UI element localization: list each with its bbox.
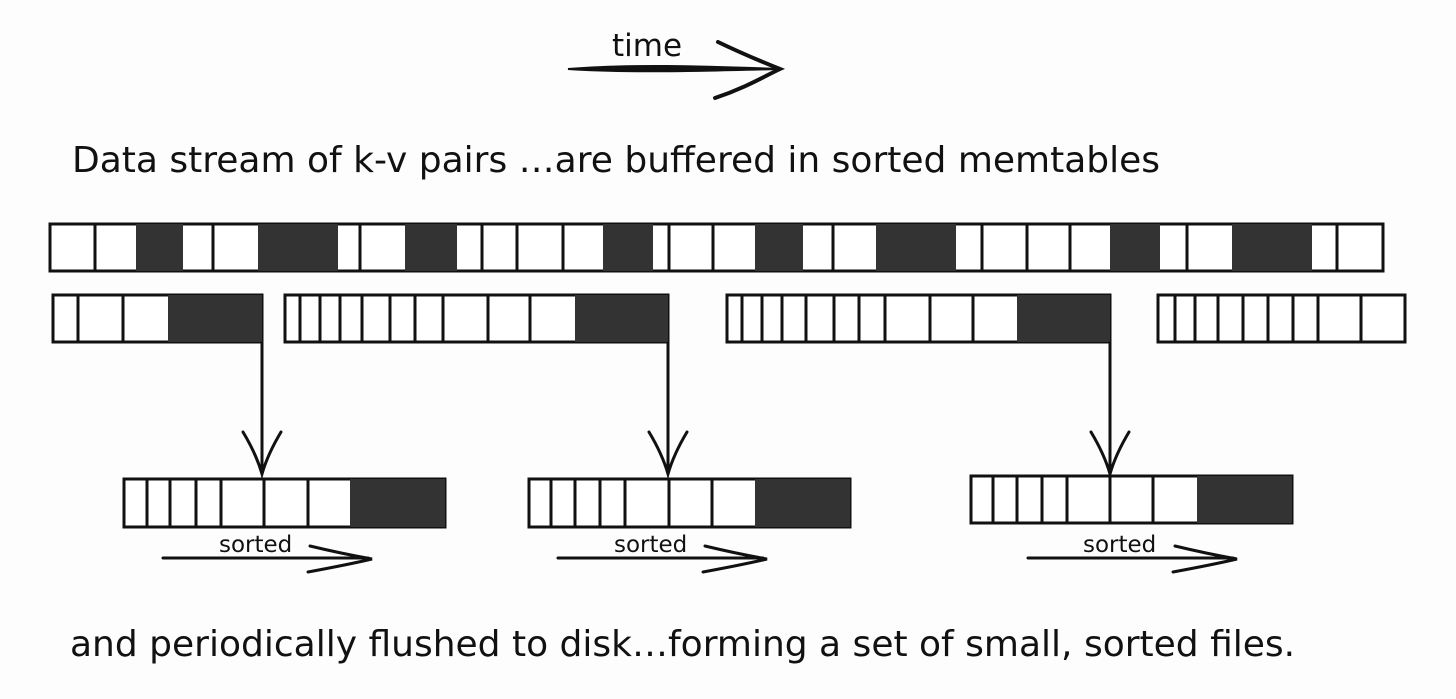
flush-arrow-2	[647, 341, 689, 480]
memtable-1	[51, 293, 264, 344]
sorted-file-1	[122, 477, 447, 529]
sorted-label-1: sorted	[219, 532, 292, 558]
time-label: time	[612, 28, 682, 64]
sorted-label-3: sorted	[1083, 532, 1156, 558]
stream-caption: Data stream of k-v pairs …are buffered i…	[72, 140, 1160, 181]
sorted-arrow-2	[556, 544, 768, 574]
memtable-4	[1156, 293, 1407, 344]
flush-caption: and periodically flushed to disk…forming…	[70, 624, 1295, 665]
flush-arrow-3	[1089, 341, 1131, 480]
time-arrow	[567, 40, 786, 100]
sorted-arrow-1	[161, 544, 373, 574]
memtable-3	[725, 293, 1112, 344]
data-stream-bar	[48, 222, 1385, 273]
sorted-arrow-3	[1026, 544, 1238, 574]
sorted-label-2: sorted	[614, 532, 687, 558]
sorted-file-2	[527, 477, 852, 529]
sorted-file-3	[969, 474, 1294, 525]
memtable-2	[283, 293, 670, 344]
flush-arrow-1	[241, 341, 283, 480]
